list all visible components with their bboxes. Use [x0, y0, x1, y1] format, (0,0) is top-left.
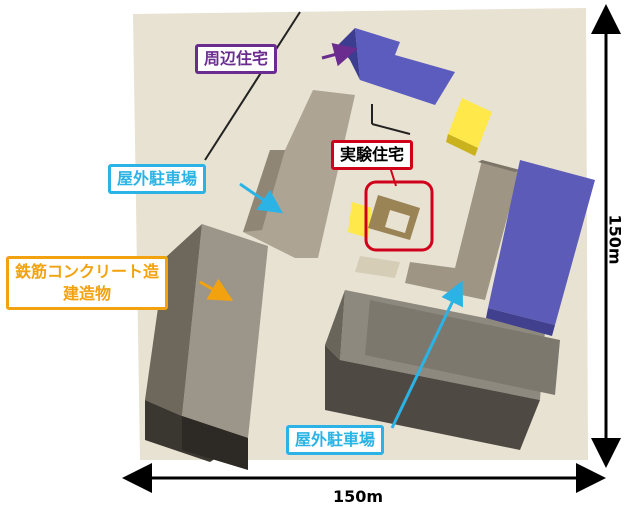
road-line: [204, 11, 301, 161]
label-surrounding-houses: 周辺住宅: [195, 44, 278, 74]
arrow-parking-left: [239, 182, 283, 214]
label-test-house: 実験住宅: [331, 140, 414, 170]
arrow-surrounding-houses: [321, 43, 358, 67]
dimension-label-vertical: 150m: [605, 214, 625, 265]
arrow-parking-bottom: [390, 280, 464, 429]
dimension-label-horizontal: 150m: [333, 487, 384, 506]
parking-lot-left: [243, 90, 355, 258]
blue-building-right: [488, 160, 595, 325]
label-rc-building-line1: 鉄筋コンクリート造: [15, 262, 160, 281]
yellow-building-top: [448, 98, 492, 148]
yellow-building-small: [348, 202, 372, 238]
arrow-test-house: [389, 166, 397, 187]
arrow-rc-building: [199, 278, 234, 301]
road-line: [371, 123, 411, 135]
parking-lot-right: [405, 160, 520, 300]
label-rc-building: 鉄筋コンクリート造 建造物: [6, 256, 169, 310]
test-house-highlight: [364, 180, 434, 252]
blue-building-top: [355, 28, 455, 105]
rc-building: [182, 224, 268, 438]
label-parking-left: 屋外駐車場: [108, 164, 207, 194]
label-parking-bottom: 屋外駐車場: [286, 425, 385, 455]
label-rc-building-line2: 建造物: [63, 284, 112, 303]
